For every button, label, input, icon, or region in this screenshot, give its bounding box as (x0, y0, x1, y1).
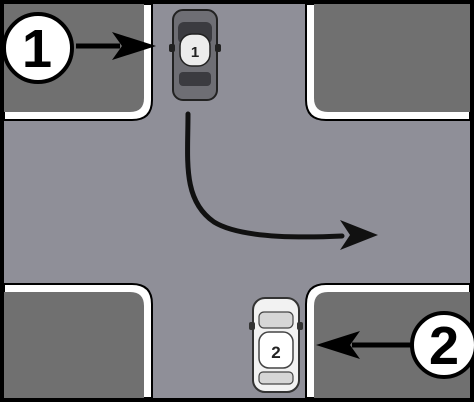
callout-1-label: 1 (22, 19, 52, 79)
callout-1: 1 (2, 12, 156, 84)
car-2: 2 (249, 297, 303, 393)
callout-2: 2 (316, 311, 474, 379)
block-top-right-inner (314, 4, 470, 112)
callout-2-label: 2 (429, 316, 459, 376)
car-2-label: 2 (271, 343, 280, 362)
car-1: 1 (169, 9, 221, 101)
car-1-label: 1 (191, 44, 199, 61)
callout-1-pointer-head (112, 32, 156, 60)
callout-2-pointer-head (316, 331, 360, 359)
turn-path-arrowhead (340, 220, 378, 250)
turn-path-arrow (185, 111, 345, 240)
block-bottom-left-inner (4, 292, 144, 398)
